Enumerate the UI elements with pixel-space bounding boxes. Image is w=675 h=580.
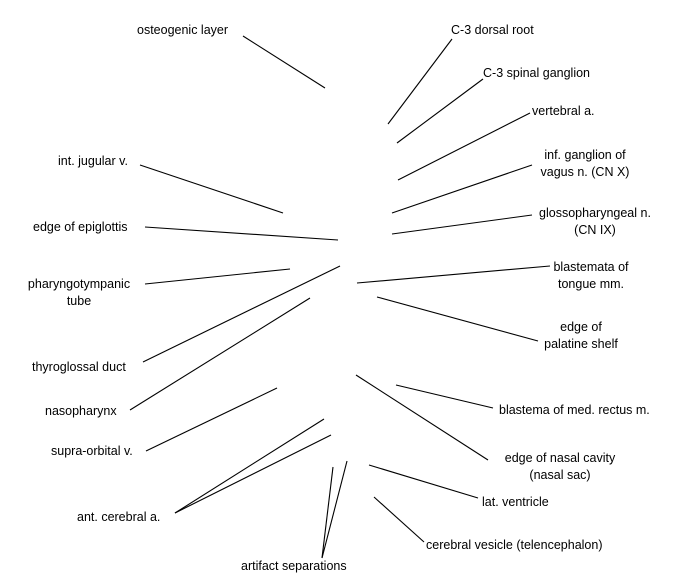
label-lat-ventricle: lat. ventricle (482, 495, 549, 509)
label-cerebral-vesicle: cerebral vesicle (telencephalon) (426, 538, 603, 552)
label-blastemata-tongue-line-1: blastemata of (553, 260, 629, 274)
leader-edge-palatine-shelf (376, 296, 539, 342)
label-supra-orbital-v: supra-orbital v. (51, 444, 133, 458)
label-blastemata-tongue-line-2: tongue mm. (557, 277, 624, 291)
label-pharyngotympanic-tube-line-1: pharyngotympanic (27, 277, 131, 291)
leader-edge-nasal-cavity (355, 374, 489, 461)
label-blastema-med-rectus: blastema of med. rectus m. (499, 403, 650, 417)
label-edge-nasal-cavity-line-1: edge of nasal cavity (504, 451, 616, 465)
label-inf-ganglion-vagus: inf. ganglion of vagus n. (CN X) (525, 147, 645, 181)
leader-glossopharyngeal-n (391, 214, 533, 235)
label-inf-ganglion-vagus-line-2: vagus n. (CN X) (540, 165, 630, 179)
label-blastemata-tongue: blastemata of tongue mm. (541, 259, 641, 293)
label-c3-dorsal-root: C-3 dorsal root (451, 23, 534, 37)
leader-blastemata-tongue (356, 265, 551, 284)
leader-inf-ganglion-vagus (391, 164, 533, 214)
label-edge-nasal-cavity: edge of nasal cavity (nasal sac) (486, 450, 634, 484)
label-artifact-separations: artifact separations (241, 559, 347, 573)
leader-ant-cerebral-a-2 (174, 434, 332, 514)
leader-edge-of-epiglottis (144, 226, 339, 241)
label-edge-of-epiglottis: edge of epiglottis (33, 220, 128, 234)
label-pharyngotympanic-tube-line-2: tube (66, 294, 92, 308)
label-vertebral-a: vertebral a. (532, 104, 595, 118)
leader-c3-dorsal-root (387, 38, 453, 125)
label-inf-ganglion-vagus-line-1: inf. ganglion of (544, 148, 626, 162)
leader-artifact-separations-1 (321, 466, 334, 559)
leader-c3-spinal-ganglion (396, 78, 484, 144)
leader-vertebral-a (397, 112, 531, 181)
leader-lat-ventricle (368, 464, 479, 499)
label-int-jugular-v: int. jugular v. (58, 154, 128, 168)
label-pharyngotympanic-tube: pharyngotympanic tube (21, 276, 137, 310)
label-edge-palatine-shelf-line-2: palatine shelf (544, 337, 618, 351)
leader-blastema-med-rectus (395, 384, 494, 409)
label-edge-palatine-shelf: edge of palatine shelf (531, 319, 631, 353)
leader-osteogenic-layer (242, 35, 326, 89)
leader-cerebral-vesicle (373, 496, 425, 543)
leader-ant-cerebral-a-1 (174, 418, 325, 514)
label-glossopharyngeal-n-line-1: glossopharyngeal n. (539, 206, 651, 220)
leader-supra-orbital-v (145, 387, 278, 452)
label-ant-cerebral-a: ant. cerebral a. (77, 510, 161, 524)
label-thyroglossal-duct: thyroglossal duct (32, 360, 126, 374)
leader-nasopharynx (129, 297, 311, 411)
label-c3-spinal-ganglion: C-3 spinal ganglion (483, 66, 591, 80)
label-glossopharyngeal-n-line-2: (CN IX) (574, 223, 616, 237)
leader-int-jugular-v (139, 164, 284, 214)
label-edge-nasal-cavity-line-2: (nasal sac) (529, 468, 591, 482)
leader-artifact-separations-2 (321, 460, 348, 559)
leader-pharyngotympanic-tube (144, 268, 291, 285)
leader-thyroglossal-duct (142, 265, 341, 363)
label-glossopharyngeal-n: glossopharyngeal n. (CN IX) (526, 205, 664, 239)
label-osteogenic-layer: osteogenic layer (137, 23, 229, 37)
label-edge-palatine-shelf-line-1: edge of (560, 320, 602, 334)
label-nasopharynx: nasopharynx (45, 404, 117, 418)
